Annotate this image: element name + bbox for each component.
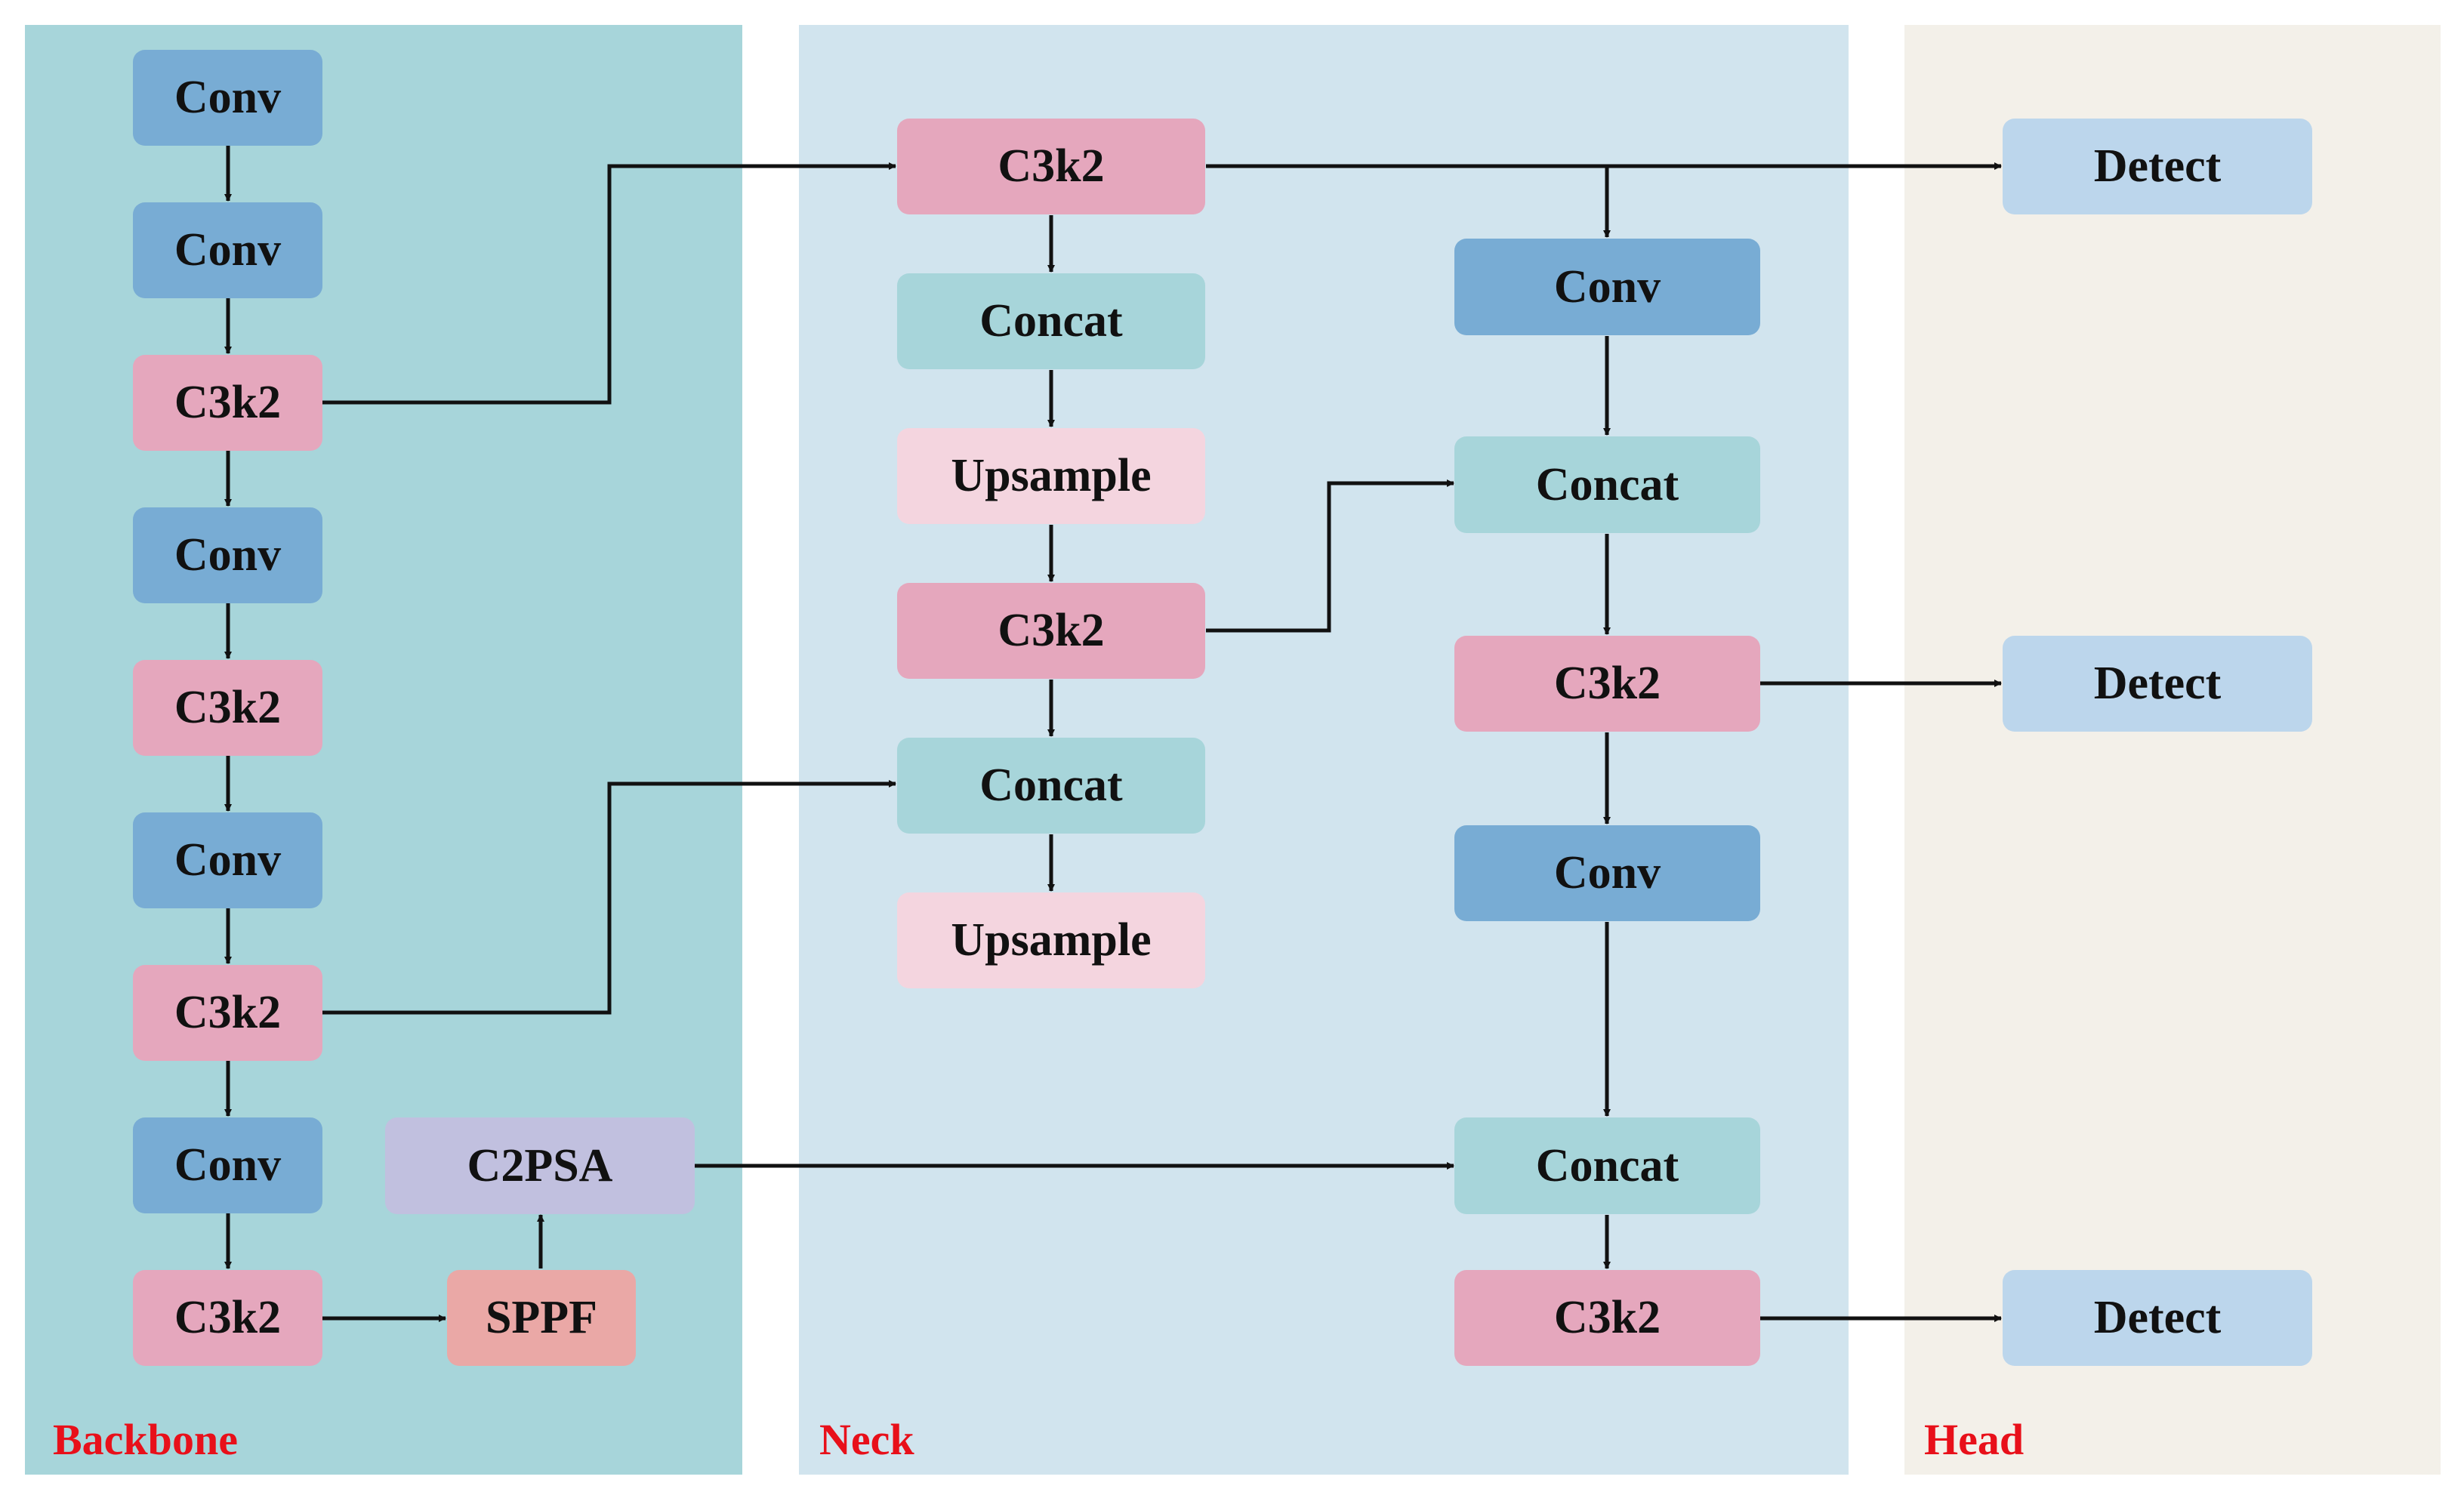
neck-concat-2: Concat xyxy=(897,738,1205,834)
arrow-n4-m2 xyxy=(1206,479,1454,633)
backbone-c3k2-2: C3k2 xyxy=(133,660,322,756)
neck-concat-1: Concat xyxy=(897,273,1205,369)
backbone-label: Backbone xyxy=(53,1415,238,1464)
head-label: Head xyxy=(1924,1415,2025,1464)
neck-c3k2-2: C3k2 xyxy=(897,583,1205,679)
arrow-b3-n1 xyxy=(322,162,896,405)
detect-block-1: Detect xyxy=(2003,119,2312,214)
backbone-c3k2-1: C3k2 xyxy=(133,355,322,451)
neck-upsample-2: Upsample xyxy=(897,892,1205,988)
backbone-c3k2-3: C3k2 xyxy=(133,965,322,1061)
neck-c3k2-1: C3k2 xyxy=(897,119,1205,214)
sppf-block: SPPF xyxy=(447,1270,636,1366)
c2psa-block: C2PSA xyxy=(385,1117,695,1214)
neck-label: Neck xyxy=(819,1415,914,1464)
detect-block-3: Detect xyxy=(2003,1270,2312,1366)
detect-block-2: Detect xyxy=(2003,636,2312,732)
backbone-conv-3: Conv xyxy=(133,507,322,603)
neck-upsample-1: Upsample xyxy=(897,428,1205,524)
neck-concat-4: Concat xyxy=(1454,1117,1760,1214)
backbone-conv-5: Conv xyxy=(133,1117,322,1213)
backbone-conv-4: Conv xyxy=(133,812,322,908)
neck-conv-1: Conv xyxy=(1454,239,1760,335)
neck-c3k2-4: C3k2 xyxy=(1454,1270,1760,1366)
neck-c3k2-3: C3k2 xyxy=(1454,636,1760,732)
backbone-conv-2: Conv xyxy=(133,202,322,298)
neck-conv-2: Conv xyxy=(1454,825,1760,921)
arrow-b7-n5 xyxy=(322,780,896,1015)
backbone-c3k2-4: C3k2 xyxy=(133,1270,322,1366)
head-panel xyxy=(1904,25,2441,1475)
neck-concat-3: Concat xyxy=(1454,436,1760,533)
backbone-conv-1: Conv xyxy=(133,50,322,146)
